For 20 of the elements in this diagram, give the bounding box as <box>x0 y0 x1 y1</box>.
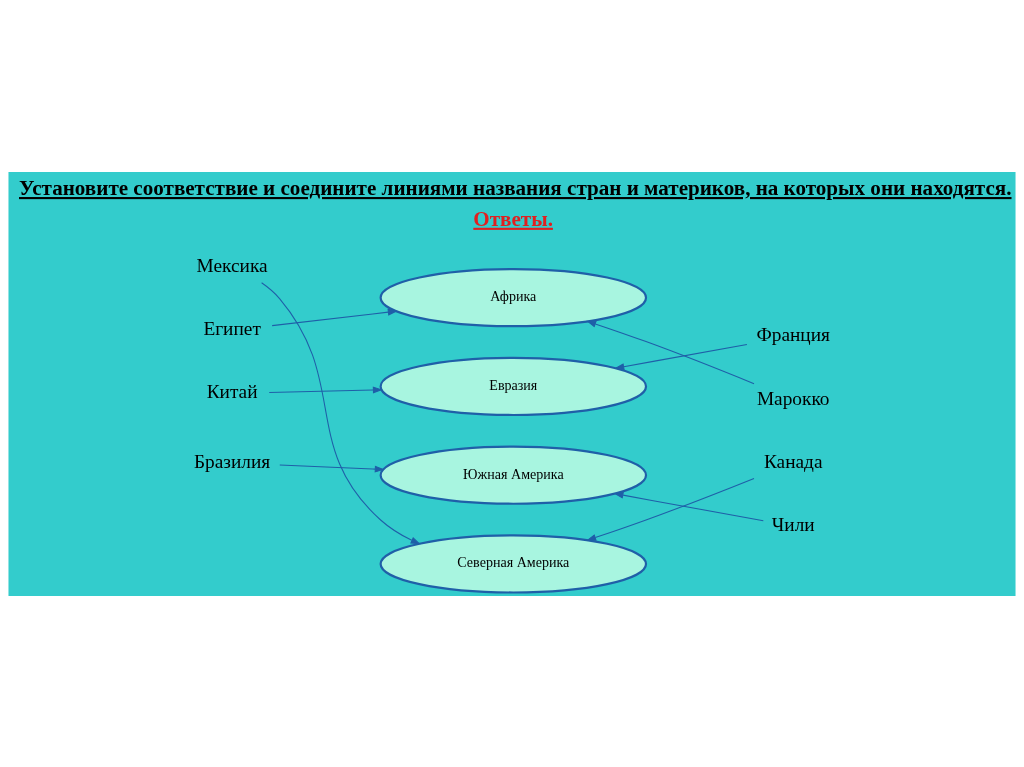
node-text: Канада <box>763 450 823 472</box>
arrow <box>268 385 383 393</box>
arrow <box>586 477 755 541</box>
node-ellipse: Южная Америка <box>379 445 648 505</box>
arrow <box>586 320 755 384</box>
label: Ответы. <box>473 206 553 231</box>
node-text: Франция <box>756 323 830 345</box>
arrow <box>271 308 398 326</box>
node-ellipse: Евразия <box>379 356 648 416</box>
node-text: Марокко <box>756 387 830 409</box>
arrow <box>279 463 385 473</box>
node-text: Египет <box>203 317 261 339</box>
node-text: Чили <box>771 513 815 535</box>
arrow <box>613 491 764 521</box>
node-text: Китай <box>206 380 258 402</box>
arrow <box>614 343 748 370</box>
node-text: Мексика <box>196 254 268 276</box>
arrow <box>261 281 421 544</box>
node-text: Бразилия <box>194 450 271 472</box>
diagram-title: Установите соответствие и соедините линиями названия стран и материков, на которых они находятся. <box>19 175 1012 200</box>
